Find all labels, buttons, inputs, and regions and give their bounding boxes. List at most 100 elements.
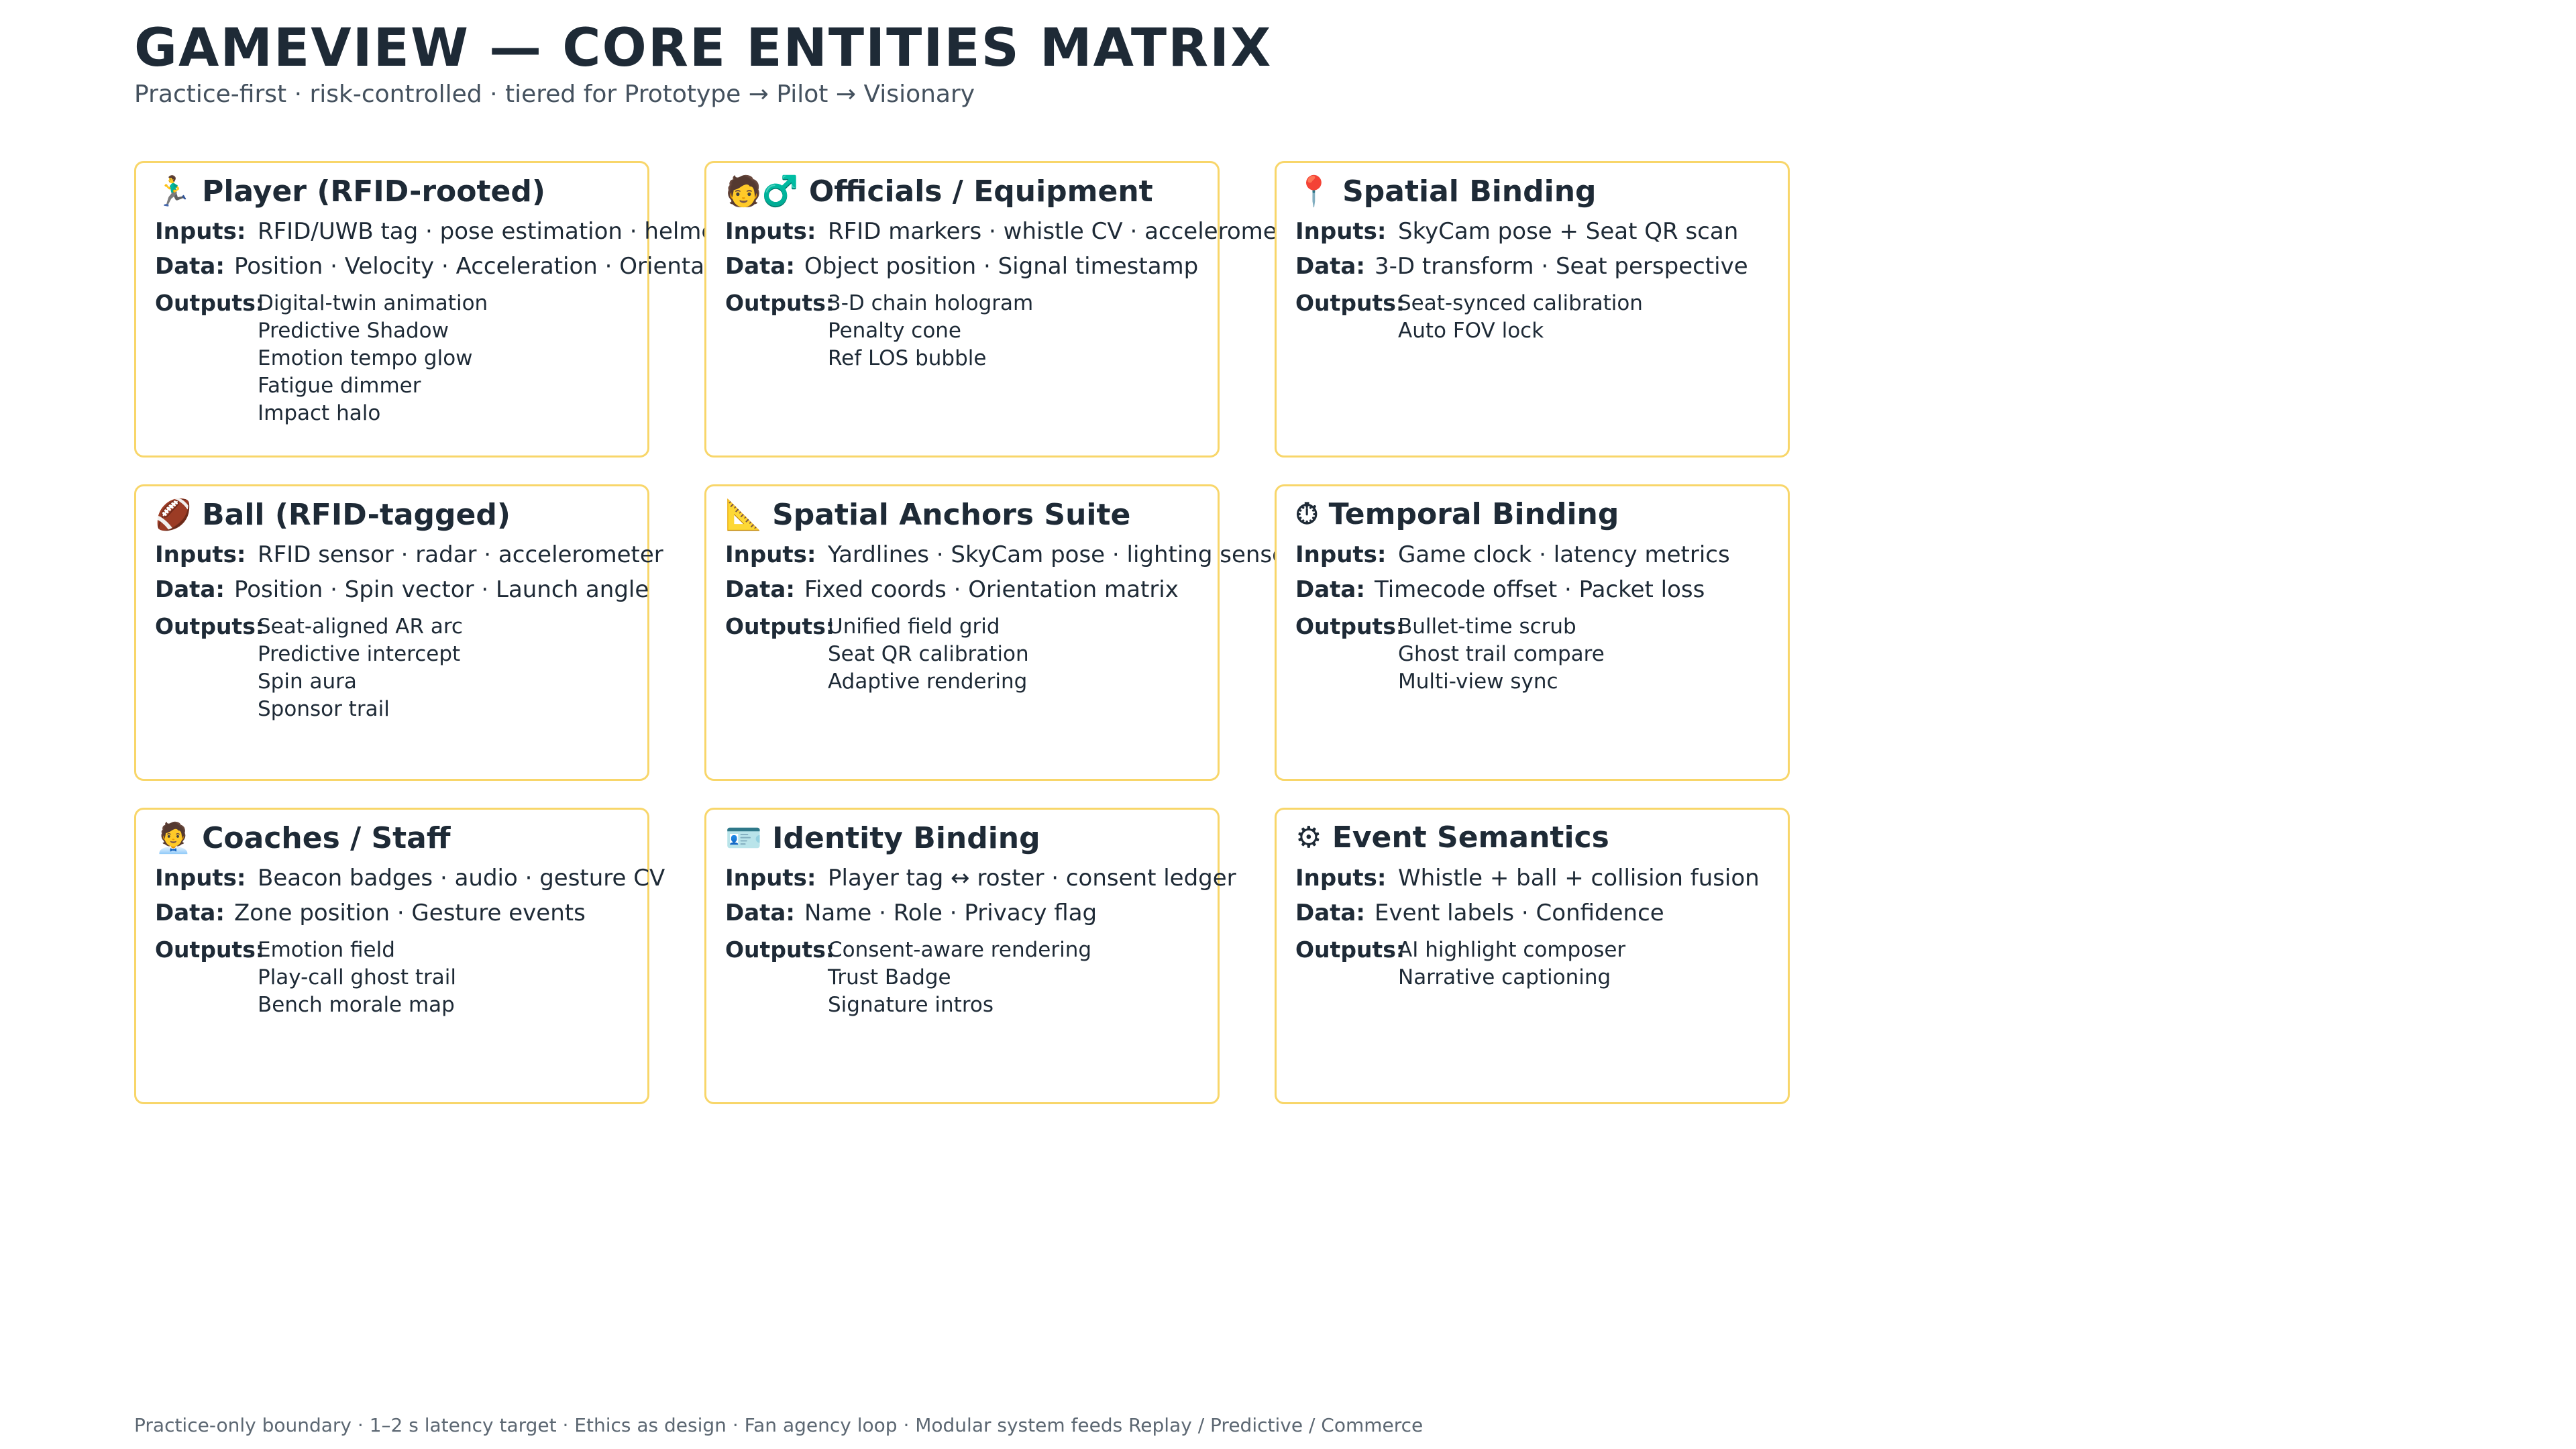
card-title: 📍 Spatial Binding xyxy=(1295,174,1597,209)
outputs-label: Outputs: xyxy=(1295,290,1405,316)
inputs-label: Inputs: xyxy=(155,541,246,568)
card-title: ⏱ Temporal Binding xyxy=(1295,497,1619,531)
inputs-value: Whistle + ball + collision fusion xyxy=(1398,865,1760,892)
output-item: Emotion tempo glow xyxy=(258,346,473,370)
output-item: Sponsor trail xyxy=(258,697,390,721)
data-row: Data: Fixed coords · Orientation matrix xyxy=(725,576,1179,604)
output-item: AI highlight composer xyxy=(1398,938,1626,962)
output-item: 3-D chain hologram xyxy=(828,291,1034,315)
inputs-label: Inputs: xyxy=(1295,218,1387,245)
inputs-value: Game clock · latency metrics xyxy=(1398,541,1730,568)
inputs-row: Inputs:Game clock · latency metrics xyxy=(1295,541,1730,569)
output-item: Impact halo xyxy=(258,401,381,425)
inputs-row: Inputs: Whistle + ball + collision fusion xyxy=(1295,865,1760,892)
inputs-value: Player tag ↔ roster · consent ledger xyxy=(828,865,1236,892)
outputs-label: Outputs: xyxy=(155,290,265,316)
entities-matrix: 🏃‍♂ Player (RFID-rooted) Inputs: RFID/UWB … xyxy=(134,161,1790,1104)
inputs-row: Inputs:RFID markers · whistle CV · accel… xyxy=(725,218,1322,246)
inputs-value: RFID markers · whistle CV · acceleromete… xyxy=(828,218,1322,245)
data-value: 3-D transform · Seat perspective xyxy=(1374,253,1748,280)
card-title: 🏃‍♂ Player (RFID-rooted) xyxy=(155,174,545,209)
data-value: Position · Spin vector · Launch angle xyxy=(233,576,649,603)
inputs-value: Yardlines · SkyCam pose · lighting senso… xyxy=(828,541,1307,568)
output-item: Ref LOS bubble xyxy=(828,346,987,370)
output-item: Seat-synced calibration xyxy=(1398,291,1643,315)
inputs-row: Inputs: Beacon badges · audio · gesture C… xyxy=(155,865,665,892)
output-item: Digital-twin animation xyxy=(258,291,488,315)
output-item: Predictive Shadow xyxy=(258,319,449,343)
data-label: Data: xyxy=(155,900,225,926)
card-title: 🧑‍💼 Coaches / Staff xyxy=(155,821,451,855)
outputs-label: Outputs: xyxy=(155,936,265,963)
outputs-label: Outputs: xyxy=(1295,613,1405,639)
data-value: Event labels · Confidence xyxy=(1374,900,1664,926)
data-label: Data: xyxy=(1295,900,1365,926)
inputs-value: RFID sensor · radar · accelerometer xyxy=(258,541,663,568)
page-subtitle: Practice-first · risk-controlled · tiere… xyxy=(134,80,975,108)
output-item: Ghost trail compare xyxy=(1398,642,1605,666)
output-item: Penalty cone xyxy=(828,319,962,343)
inputs-label: Inputs: xyxy=(155,218,246,245)
inputs-label: Inputs: xyxy=(155,865,246,892)
entity-card: 🏃‍♂ Player (RFID-rooted) Inputs: RFID/UWB … xyxy=(134,161,775,458)
data-value: Fixed coords · Orientation matrix xyxy=(804,576,1179,603)
inputs-value: Beacon badges · audio · gesture CV xyxy=(258,865,665,892)
output-item: Play-call ghost trail xyxy=(258,965,456,989)
inputs-value: SkyCam pose + Seat QR scan xyxy=(1398,218,1739,245)
data-row: Data: Event labels · Confidence xyxy=(1295,900,1664,927)
card-title: 🏈 Ball (RFID-tagged) xyxy=(155,498,511,532)
footer-note: Practice-only boundary · 1–2 s latency t… xyxy=(134,1414,1424,1436)
inputs-value: RFID/UWB tag · pose estimation · helmet … xyxy=(258,218,775,245)
data-value: Name · Role · Privacy flag xyxy=(804,900,1097,926)
output-item: Bench morale map xyxy=(258,993,455,1017)
data-row: Data: Timecode offset · Packet loss xyxy=(1295,576,1705,604)
inputs-row: Inputs: Yardlines · SkyCam pose · lightin… xyxy=(725,541,1307,569)
inputs-row: Inputs: RFID sensor · radar · acceleromet… xyxy=(155,541,663,569)
data-row: Data: 3-D transform · Seat perspective xyxy=(1295,253,1748,280)
output-item: Auto FOV lock xyxy=(1398,319,1544,343)
data-label: Data: xyxy=(725,576,795,603)
page-title: GAMEVIEW — CORE ENTITIES MATRIX xyxy=(134,18,1273,78)
inputs-row: Inputs: RFID/UWB tag · pose estimation · … xyxy=(155,218,775,246)
data-row: Data:Position · Velocity · Acceleration … xyxy=(155,253,748,280)
output-item: Fatigue dimmer xyxy=(258,374,421,398)
data-value: Zone position · Gesture events xyxy=(233,900,586,926)
data-label: Data: xyxy=(1295,576,1365,603)
data-label: Data: xyxy=(155,576,225,603)
data-row: Data: Position · Spin vector · Launch ang… xyxy=(155,576,649,604)
data-label: Data: xyxy=(1295,253,1365,280)
output-item: Spin aura xyxy=(258,669,357,694)
outputs-label: Outputs: xyxy=(1295,936,1405,963)
inputs-row: Inputs:Player tag ↔ roster · consent led… xyxy=(725,865,1236,892)
output-item: Multi-view sync xyxy=(1398,669,1558,694)
data-value: Timecode offset · Packet loss xyxy=(1374,576,1705,603)
data-row: Data:Name · Role · Privacy flag xyxy=(725,900,1097,927)
data-label: Data: xyxy=(725,253,795,280)
inputs-label: Inputs: xyxy=(1295,865,1387,892)
data-value: Object position · Signal timestamp xyxy=(804,253,1199,280)
output-item: Emotion field xyxy=(258,938,395,962)
inputs-label: Inputs: xyxy=(725,541,816,568)
output-item: Unified field grid xyxy=(828,614,1000,639)
data-row: Data: Object position · Signal timestamp xyxy=(725,253,1198,280)
output-item: Consent-aware rendering xyxy=(828,938,1092,962)
output-item: Signature intros xyxy=(828,993,994,1017)
card-title: 📐 Spatial Anchors Suite xyxy=(725,498,1131,532)
card-title: ⚙ Event Semantics xyxy=(1295,820,1609,855)
outputs-label: Outputs: xyxy=(155,613,265,639)
output-item: Narrative captioning xyxy=(1398,965,1611,989)
card-title: 🪪 Identity Binding xyxy=(725,821,1040,855)
outputs-label: Outputs: xyxy=(725,936,835,963)
